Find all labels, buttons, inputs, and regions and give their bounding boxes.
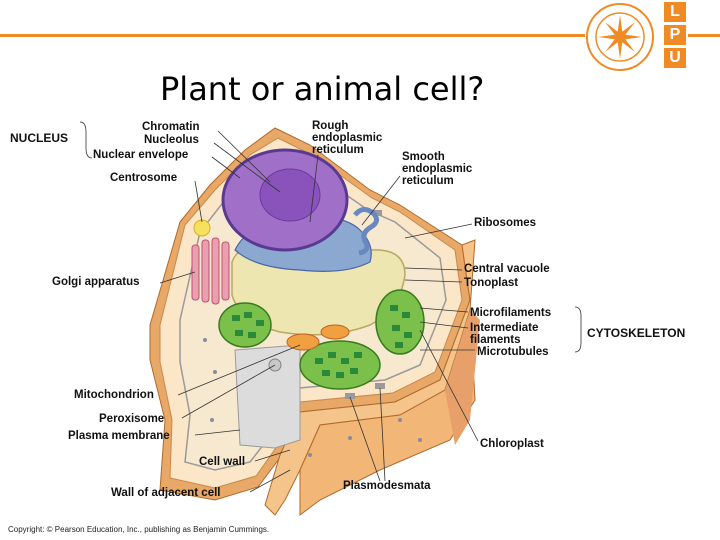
label-chloroplast: Chloroplast bbox=[480, 438, 544, 450]
mitochondrion-shape bbox=[286, 333, 320, 351]
label-cell-wall: Cell wall bbox=[199, 456, 245, 468]
label-microfilaments: Microfilaments bbox=[470, 307, 551, 319]
nucleus-group-label: NUCLEUS bbox=[10, 131, 68, 145]
label-chromatin: Chromatin bbox=[142, 121, 200, 133]
label-intermediate-filaments-line2: filaments bbox=[470, 334, 521, 346]
label-smooth-er-line2: endoplasmic bbox=[402, 163, 473, 175]
logo-letter-p: P bbox=[664, 25, 686, 45]
header-accent-line bbox=[0, 34, 585, 37]
label-nuclear-envelope: Nuclear envelope bbox=[93, 149, 188, 161]
label-mitochondrion: Mitochondrion bbox=[74, 389, 154, 401]
label-plasma-membrane: Plasma membrane bbox=[68, 430, 170, 442]
mitochondrion-shape-2 bbox=[320, 324, 350, 340]
label-intermediate-filaments-line1: Intermediate bbox=[470, 322, 538, 334]
copyright-notice: Copyright: © Pearson Education, Inc., pu… bbox=[8, 525, 270, 534]
centrosome-shape bbox=[193, 219, 211, 237]
logo-letter-l: L bbox=[664, 2, 686, 22]
label-central-vacuole: Central vacuole bbox=[464, 263, 550, 275]
header-accent-line-right bbox=[688, 34, 720, 37]
label-nucleolus: Nucleolus bbox=[144, 134, 199, 146]
label-centrosome: Centrosome bbox=[110, 172, 177, 184]
slide-title: Plant or animal cell? bbox=[160, 70, 485, 108]
nucleolus-shape bbox=[259, 168, 321, 222]
label-smooth-er-line3: reticulum bbox=[402, 175, 454, 187]
label-wall-of-adjacent-cell: Wall of adjacent cell bbox=[111, 487, 221, 499]
label-tonoplast: Tonoplast bbox=[464, 277, 518, 289]
label-golgi-apparatus: Golgi apparatus bbox=[52, 276, 140, 288]
label-ribosomes: Ribosomes bbox=[474, 217, 536, 229]
label-smooth-er-line1: Smooth bbox=[402, 151, 445, 163]
golgi-shape bbox=[191, 237, 230, 305]
cytoskeleton-group-label: CYTOSKELETON bbox=[587, 326, 685, 340]
label-microtubules: Microtubules bbox=[477, 346, 549, 358]
label-peroxisome: Peroxisome bbox=[99, 413, 164, 425]
university-seal-icon bbox=[586, 3, 654, 71]
leader-lines bbox=[79, 121, 582, 493]
smooth-er-shape bbox=[353, 207, 379, 256]
logo-letter-u: U bbox=[664, 48, 686, 68]
chloroplast-shapes bbox=[218, 289, 425, 390]
label-plasmodesmata: Plasmodesmata bbox=[343, 480, 431, 492]
label-rough-er-line3: reticulum bbox=[312, 144, 364, 156]
label-rough-er-line1: Rough bbox=[312, 120, 348, 132]
label-rough-er-line2: endoplasmic bbox=[312, 132, 383, 144]
